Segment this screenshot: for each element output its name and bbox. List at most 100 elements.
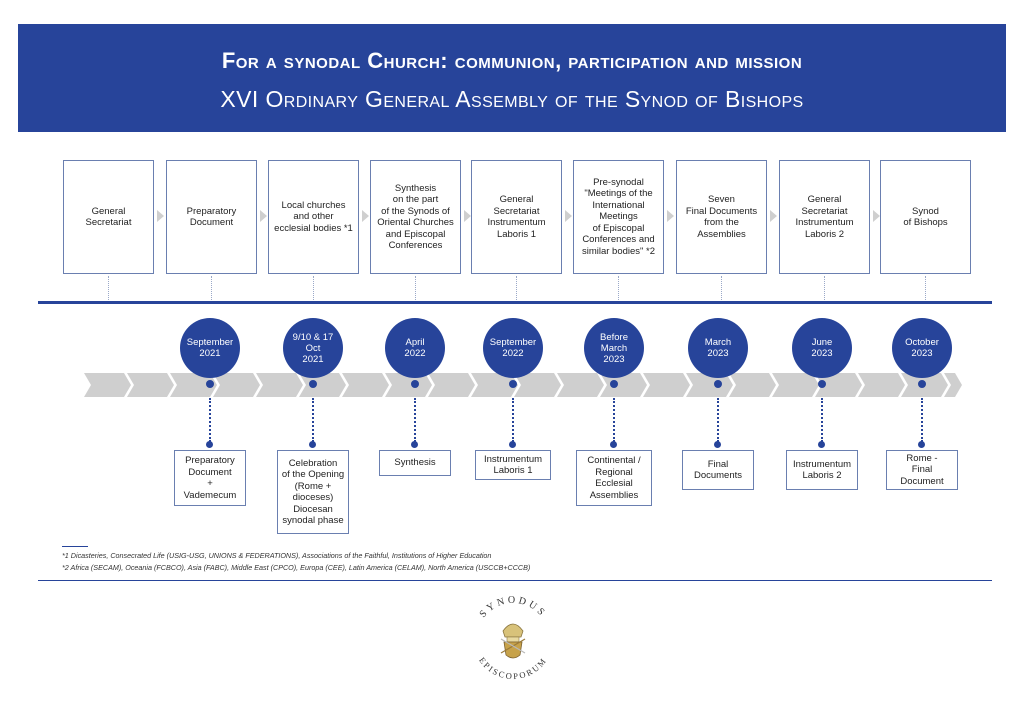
- band-segment: [256, 373, 303, 397]
- chevron-right-icon: [873, 210, 880, 222]
- footnote-1: *1 Dicasteries, Consecrated Life (USIG-U…: [62, 551, 492, 560]
- output-pin: [714, 441, 721, 448]
- band-segment: [944, 373, 962, 397]
- milestone-connector: [717, 398, 719, 442]
- band-segment: [686, 373, 733, 397]
- milestone-connector: [312, 398, 314, 442]
- stage-text-line: General: [499, 194, 534, 205]
- stage-connector: [618, 276, 619, 300]
- milestone-date-line: October: [905, 337, 939, 348]
- milestone-connector: [209, 398, 211, 442]
- milestone-connector: [921, 398, 923, 442]
- stage-text-line: Laboris 2: [804, 228, 845, 240]
- milestone-date-line: 2021: [199, 348, 221, 359]
- milestone-output-line: Documents: [693, 470, 743, 481]
- stage-text-line: Secretariat: [85, 217, 132, 228]
- milestone-date-line: April: [405, 337, 425, 348]
- timeline-pin: [818, 380, 826, 388]
- stage-text-line: General: [91, 205, 126, 217]
- stage-text-line: Local churches: [281, 199, 346, 211]
- stage-text-line: Secretariat: [493, 205, 540, 217]
- milestone-output-line: Document: [900, 475, 944, 487]
- milestone-output-box: Synthesis: [379, 450, 451, 476]
- milestone-date-line: September: [489, 337, 537, 348]
- stage-text-line: General: [807, 194, 842, 205]
- milestone-date-line: 2023: [707, 348, 729, 359]
- timeline-pin: [610, 380, 618, 388]
- stage-text-line: Conferences: [388, 240, 443, 251]
- band-segment: [514, 373, 561, 397]
- milestone-connector: [821, 398, 823, 442]
- stage-text-line: Pre-synodal: [593, 176, 644, 188]
- milestone-output-line: Instrumentum: [792, 458, 852, 470]
- milestone-output-line: Celebration: [288, 457, 338, 469]
- stage-text-line: "Meetings of the: [584, 188, 653, 200]
- output-pin: [818, 441, 825, 448]
- stage-text-line: Synod: [912, 205, 939, 217]
- stage-connector: [108, 276, 109, 300]
- stage-connector: [925, 276, 926, 300]
- stage-connector: [313, 276, 314, 300]
- band-segment: [600, 373, 647, 397]
- milestone-output-line: of the Opening: [281, 469, 345, 480]
- milestone-output-line: Final: [911, 464, 933, 476]
- stage-connector: [721, 276, 722, 300]
- band-segment: [84, 373, 131, 397]
- milestone-output-line: Synthesis: [394, 457, 436, 469]
- divider-rule: [38, 301, 992, 304]
- stage-text-line: Synthesis: [394, 182, 437, 194]
- output-pin: [918, 441, 925, 448]
- stage-text-line: similar bodies" *2: [581, 245, 656, 257]
- band-segment: [643, 373, 690, 397]
- band-segment: [170, 373, 217, 397]
- page-subtitle: XVI Ordinary General Assembly of the Syn…: [220, 86, 804, 112]
- stage-text-line: Preparatory: [186, 205, 237, 217]
- milestone-output-line: Instrumentum: [483, 453, 543, 465]
- stage-text-line: Assemblies: [697, 228, 746, 240]
- chevron-right-icon: [362, 210, 369, 222]
- milestone-output-line: Vademecum: [183, 489, 237, 501]
- milestone-output-line: Final: [707, 458, 729, 470]
- band-segment: [815, 373, 862, 397]
- stage-text-line: and Episcopal: [385, 228, 446, 240]
- stage-text-line: Instrumentum: [795, 217, 854, 228]
- footnote-2: *2 Africa (SECAM), Oceania (FCBCO), Asia…: [62, 563, 531, 572]
- stage-text-line: of Bishops: [903, 217, 948, 228]
- stage-text-line: Laboris 1: [496, 228, 537, 240]
- milestone-date-line: 2023: [811, 348, 833, 359]
- stage-text-line: Oriental Churches: [377, 217, 454, 228]
- milestone-output-line: Laboris 1: [493, 465, 533, 476]
- milestone-date-line: March: [600, 342, 628, 354]
- milestone-output-line: Laboris 2: [802, 470, 842, 481]
- band-segment: [772, 373, 819, 397]
- band-segment: [729, 373, 776, 397]
- milestone-date-line: 2023: [911, 348, 933, 359]
- milestone-output-line: Ecclesial: [595, 478, 633, 489]
- stage-text-line: of Episcopal: [592, 222, 645, 234]
- milestone-output-line: Continental /: [587, 455, 641, 466]
- milestone-connector: [512, 398, 514, 442]
- band-segment: [471, 373, 518, 397]
- stage-text-line: Instrumentum: [487, 217, 546, 228]
- milestone-output-line: dioceses): [292, 492, 334, 503]
- milestone-date-line: Oct: [305, 342, 321, 354]
- milestone-output-line: Diocesan: [293, 503, 333, 515]
- page-title: For a synodal Church: communion, partici…: [221, 48, 803, 73]
- timeline-pin: [206, 380, 214, 388]
- milestone-date-line: 2022: [502, 348, 524, 359]
- timeline-pin: [918, 380, 926, 388]
- stage-text-line: Seven: [708, 194, 735, 205]
- footnote-rule: [62, 546, 88, 547]
